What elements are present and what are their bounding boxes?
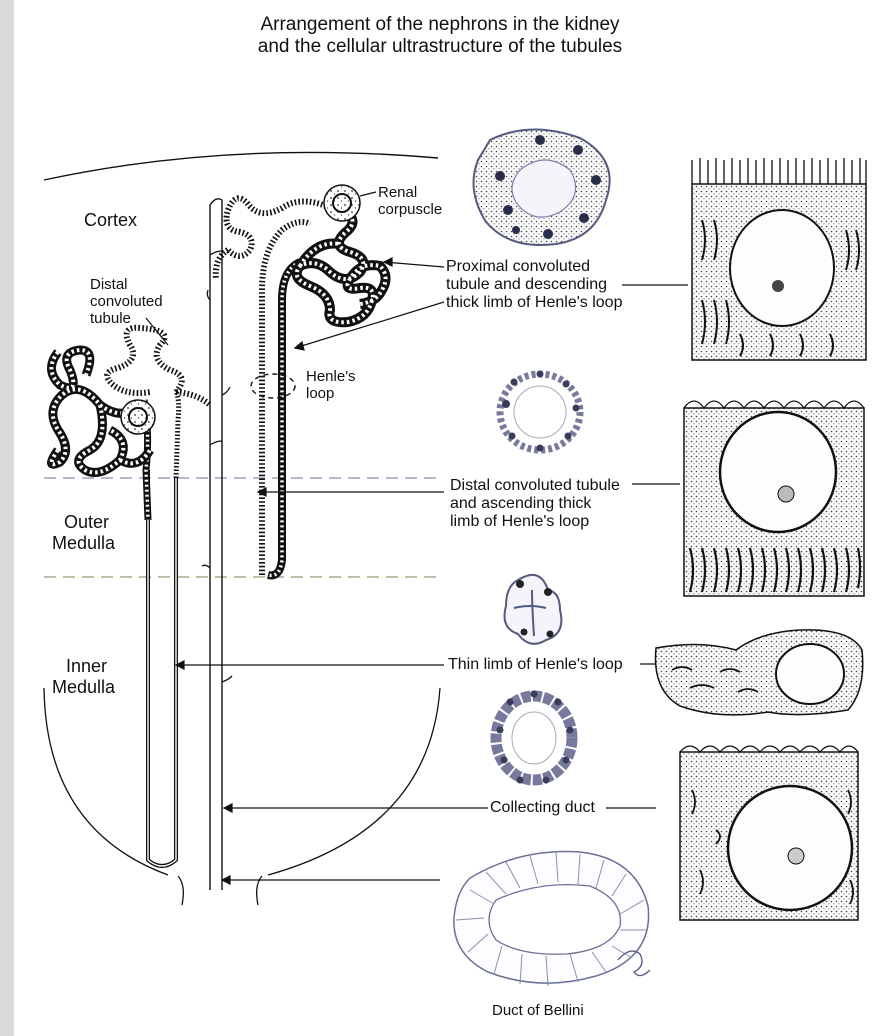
label-dct-3: limb of Henle's loop <box>450 513 589 531</box>
distal-cell-ultrastructure <box>684 401 864 596</box>
label-collecting-duct: Collecting duct <box>488 799 597 817</box>
label-proximal-1: Proximal convoluted <box>446 258 590 276</box>
henle-loop-marker <box>251 374 295 398</box>
distal-tubule-cross-section <box>500 371 580 452</box>
collecting-duct <box>210 200 222 890</box>
label-distal-2: convoluted <box>90 293 163 311</box>
thin-limb-cross-section <box>505 575 562 644</box>
label-proximal-2: tubule and descending <box>446 276 607 294</box>
label-distal-3: tubule <box>90 310 131 328</box>
short-loop-descending <box>268 262 300 575</box>
label-proximal-3: thick limb of Henle's loop <box>446 294 622 312</box>
label-dct-2: and ascending thick <box>450 495 591 513</box>
duct-of-bellini-cross-section <box>454 852 650 986</box>
distal-convoluted-dotted <box>107 328 182 393</box>
label-renal-1: Renal <box>378 184 417 202</box>
proximal-cell-ultrastructure <box>692 158 866 360</box>
proximal-tubule-cross-section <box>474 129 610 245</box>
zone-label-cortex: Cortex <box>84 210 137 231</box>
right-renal-corpuscle <box>324 185 360 221</box>
thin-limb-cell-ultrastructure <box>656 630 863 715</box>
label-dct-1: Distal convoluted tubule <box>450 477 620 495</box>
zone-label-inner-1: Inner <box>66 656 107 677</box>
label-distal-1: Distal <box>90 276 128 294</box>
collecting-duct-cross-section <box>496 691 574 784</box>
label-duct-bellini: Duct of Bellini <box>492 1002 584 1020</box>
label-renal-2: corpuscle <box>378 201 442 219</box>
zone-label-outer-2: Medulla <box>52 533 115 554</box>
cortex-outline <box>44 152 438 180</box>
label-henle-2: loop <box>306 385 334 403</box>
label-henle-1: Henle's <box>306 368 356 386</box>
label-thin-limb: Thin limb of Henle's loop <box>446 656 625 674</box>
long-loop-thin-limb <box>148 470 176 866</box>
collecting-duct-cell-ultrastructure <box>680 746 858 920</box>
papilla-outline <box>44 688 440 875</box>
zone-label-inner-2: Medulla <box>52 677 115 698</box>
zone-label-outer-1: Outer <box>64 512 109 533</box>
left-renal-corpuscle <box>121 400 155 434</box>
